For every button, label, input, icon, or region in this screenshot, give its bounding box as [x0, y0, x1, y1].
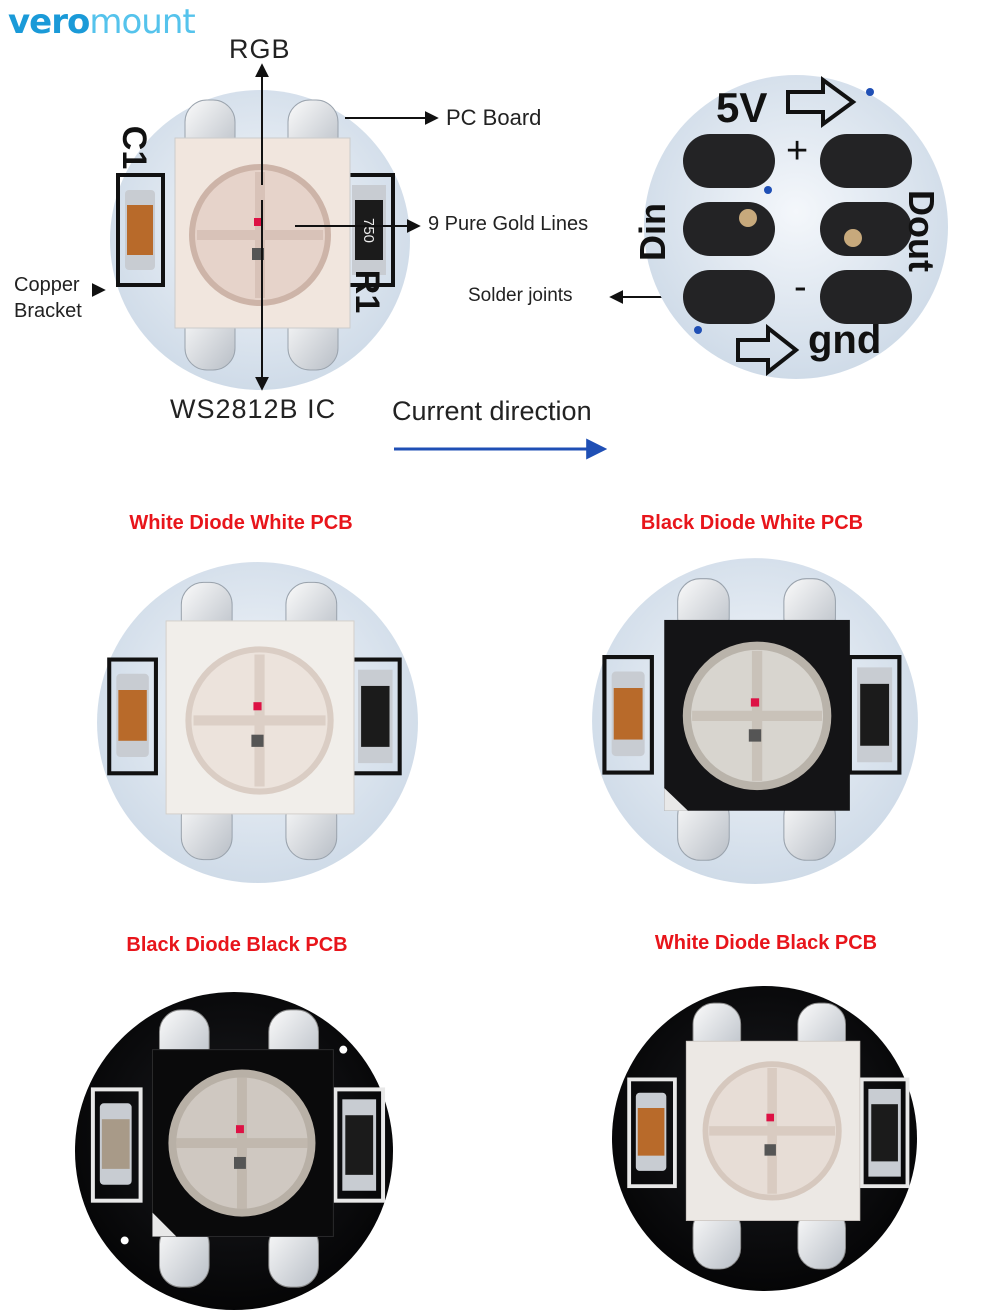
back-minus: - — [794, 266, 807, 308]
back-plus: + — [786, 130, 809, 172]
label-gold-lines: 9 Pure Gold Lines — [428, 213, 589, 235]
variant-board-4 — [612, 986, 917, 1291]
front-board-diagram — [110, 90, 410, 390]
label-solder-joints: Solder joints — [468, 285, 573, 306]
brand-logo-part1: vero — [8, 2, 90, 42]
variant-board-1 — [97, 562, 418, 883]
back-gnd: gnd — [808, 318, 882, 362]
label-ic: WS2812B IC — [170, 394, 337, 424]
back-dout: Dout — [900, 190, 942, 272]
variant-title-4: White Diode Black PCB — [654, 932, 878, 954]
back-din: Din — [632, 203, 673, 261]
label-copper-bracket-1: Copper — [14, 274, 80, 296]
label-rgb: RGB — [229, 34, 291, 64]
label-current-direction: Current direction — [392, 396, 592, 426]
variant-title-1: White Diode White PCB — [129, 512, 353, 534]
variant-board-2 — [592, 558, 918, 884]
back-board-diagram — [644, 75, 948, 379]
variant-title-2: Black Diode White PCB — [640, 512, 864, 534]
brand-logo: veromount — [8, 2, 196, 42]
label-copper-bracket-2: Bracket — [14, 300, 82, 322]
label-pc-board: PC Board — [446, 105, 542, 130]
brand-logo-part2: mount — [89, 2, 195, 42]
variant-board-3 — [75, 992, 393, 1310]
variant-title-3: Black Diode Black PCB — [126, 934, 348, 956]
back-5v: 5V — [716, 84, 768, 131]
